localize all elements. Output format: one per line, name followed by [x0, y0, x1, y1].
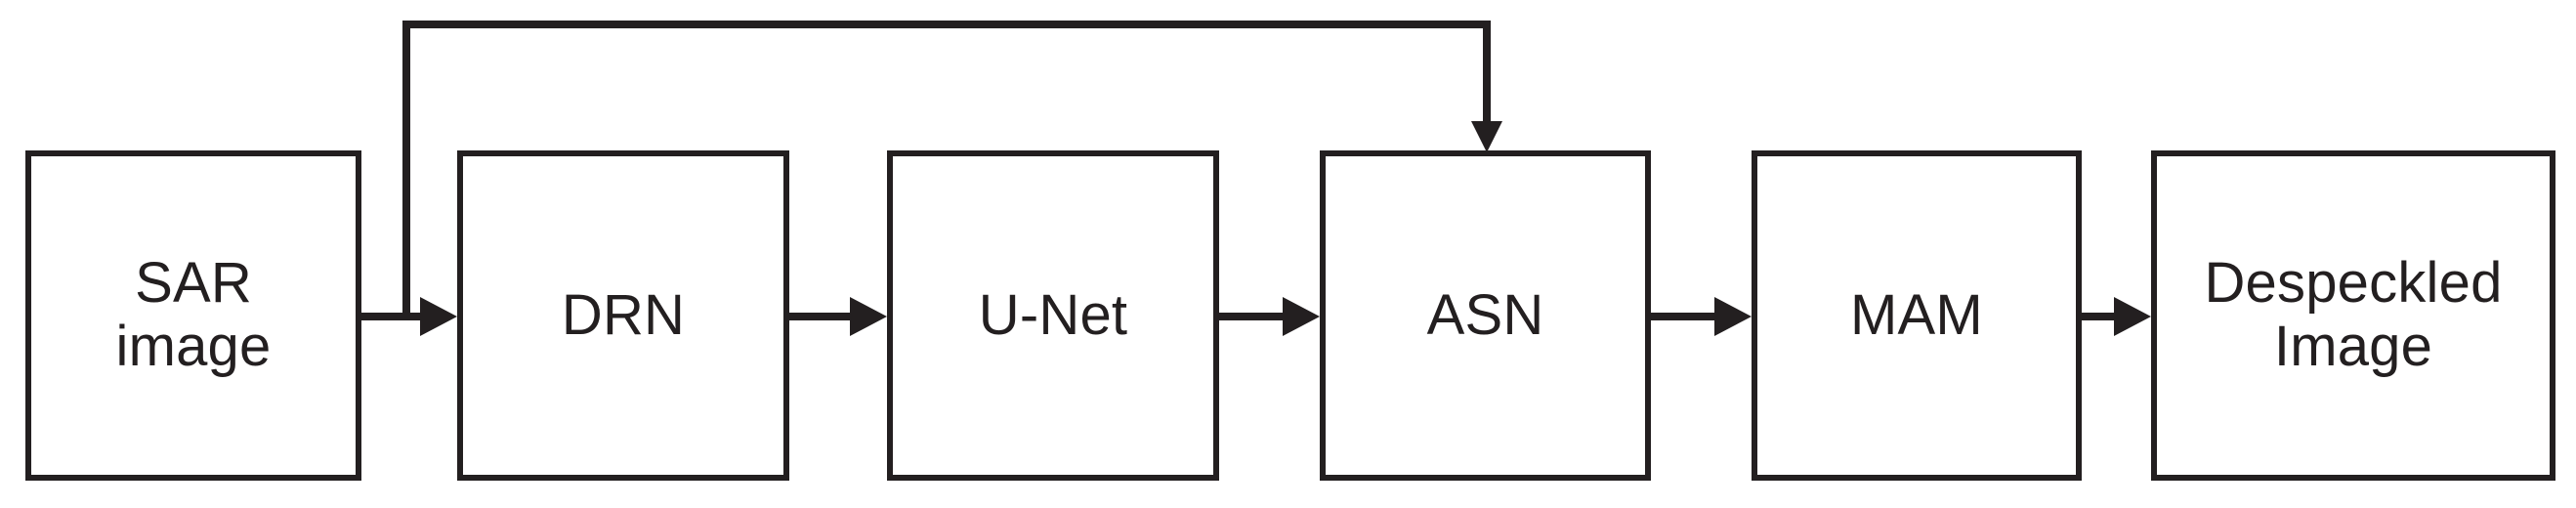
node-sar-image-label: SAR image: [115, 251, 272, 378]
edge-skip-sar-asn: [402, 21, 1502, 320]
node-mam-label: MAM: [1850, 282, 1983, 347]
edge-unet-to-asn: [1219, 297, 1320, 336]
edge-drn-to-unet: [789, 297, 887, 336]
node-mam[interactable]: MAM: [1752, 150, 2082, 481]
edge-mam-to-out: [2082, 297, 2151, 336]
edge-sar-to-drn: [361, 297, 457, 336]
node-unet-label: U-Net: [978, 282, 1128, 347]
node-asn-label: ASN: [1426, 282, 1544, 347]
node-unet[interactable]: U-Net: [887, 150, 1219, 481]
edge-asn-to-mam: [1651, 297, 1752, 336]
node-sar-image[interactable]: SAR image: [25, 150, 361, 481]
node-drn[interactable]: DRN: [457, 150, 789, 481]
node-asn[interactable]: ASN: [1320, 150, 1651, 481]
node-despeckled-image-label: Despeckled Image: [2204, 251, 2503, 378]
node-drn-label: DRN: [561, 282, 686, 347]
node-despeckled-image[interactable]: Despeckled Image: [2151, 150, 2555, 481]
